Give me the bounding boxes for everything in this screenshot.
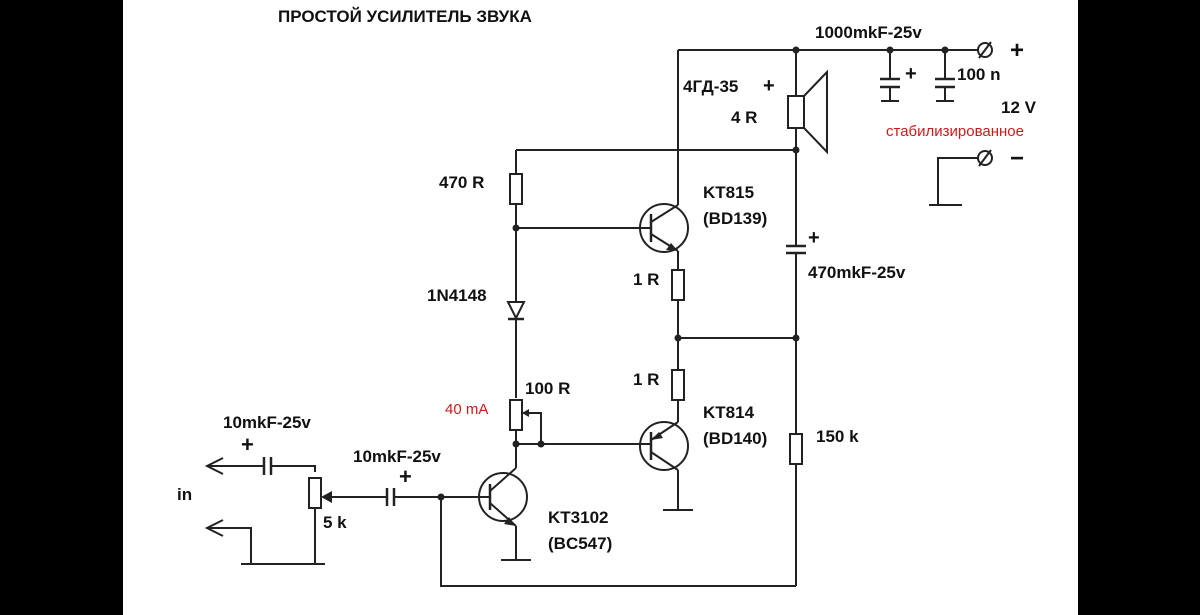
output-capacitor-icon	[786, 230, 806, 338]
resistor-150k-icon	[440, 433, 803, 587]
speaker-plus-label: +	[763, 75, 775, 97]
bd140-label: (BD140)	[703, 429, 767, 448]
r150k-label: 150 k	[816, 427, 859, 446]
input-signal-arrow-icon	[204, 457, 224, 475]
current-label: 40 mA	[445, 401, 488, 418]
supply-voltage-label: 12 V	[1001, 98, 1037, 117]
transistor-kt3102-icon	[437, 467, 531, 561]
supply-capacitor-1000uf-icon	[880, 50, 900, 102]
input-label: in	[177, 485, 192, 504]
positive-terminal-icon	[977, 41, 993, 59]
speaker-icon	[787, 50, 828, 155]
schematic-title: ПРОСТОЙ УСИЛИТЕЛЬ ЗВУКА	[278, 7, 532, 26]
input-ground-arrow-icon	[204, 519, 252, 564]
kt3102-label: KT3102	[548, 508, 608, 527]
supply-cap-1000uf-label: 1000mkF-25v	[815, 23, 922, 42]
bd139-label: (BD139)	[703, 209, 767, 228]
r100-label: 100 R	[525, 379, 570, 398]
r1-bottom-label: 1 R	[633, 370, 659, 389]
cap-100n-label: 100 n	[957, 65, 1000, 84]
speaker-model-label: 4ГД-35	[683, 77, 738, 96]
schematic-sheet: ПРОСТОЙ УСИЛИТЕЛЬ ЗВУКА + − 12 V стабили…	[123, 0, 1078, 615]
resistor-1r-bottom-icon	[671, 369, 685, 422]
negative-terminal-icon	[929, 149, 993, 206]
cap-in2-plus: +	[399, 464, 412, 489]
cap-in1-label: 10mkF-25v	[223, 413, 311, 432]
supply-note-label: стабилизированное	[886, 123, 1024, 140]
input-capacitor-1-icon	[223, 457, 276, 475]
supply-plus-label: +	[1010, 37, 1024, 64]
transistor-kt814-icon	[516, 421, 693, 511]
resistor-470r-icon	[509, 173, 523, 302]
r1-top-label: 1 R	[633, 270, 659, 289]
speaker-impedance-label: 4 R	[731, 108, 757, 127]
cap-in2-label: 10mkF-25v	[353, 447, 441, 466]
midpoint-node	[674, 334, 800, 434]
resistor-1r-top-icon	[671, 269, 685, 370]
bc547-label: (BC547)	[548, 534, 612, 553]
amplifier-schematic: ПРОСТОЙ УСИЛИТЕЛЬ ЗВУКА + − 12 V стабили…	[177, 7, 1037, 587]
trimmer-100r-icon	[509, 399, 545, 468]
supply-cap-plus: +	[905, 63, 917, 85]
diode-1n4148-icon	[506, 301, 526, 398]
output-cap-label: 470mkF-25v	[808, 263, 906, 282]
kt814-label: KT814	[703, 403, 755, 422]
supply-capacitor-100n-icon	[935, 50, 955, 102]
supply-minus-label: −	[1010, 145, 1024, 172]
diode-label: 1N4148	[427, 286, 487, 305]
bootstrap-node	[515, 146, 800, 230]
kt815-label: KT815	[703, 183, 754, 202]
r470-label: 470 R	[439, 173, 484, 192]
cap-in1-plus: +	[241, 432, 254, 457]
pot-label: 5 k	[323, 513, 347, 532]
transistor-kt815-icon	[516, 203, 689, 270]
output-cap-plus: +	[808, 227, 820, 249]
potentiometer-5k-icon	[241, 465, 355, 565]
